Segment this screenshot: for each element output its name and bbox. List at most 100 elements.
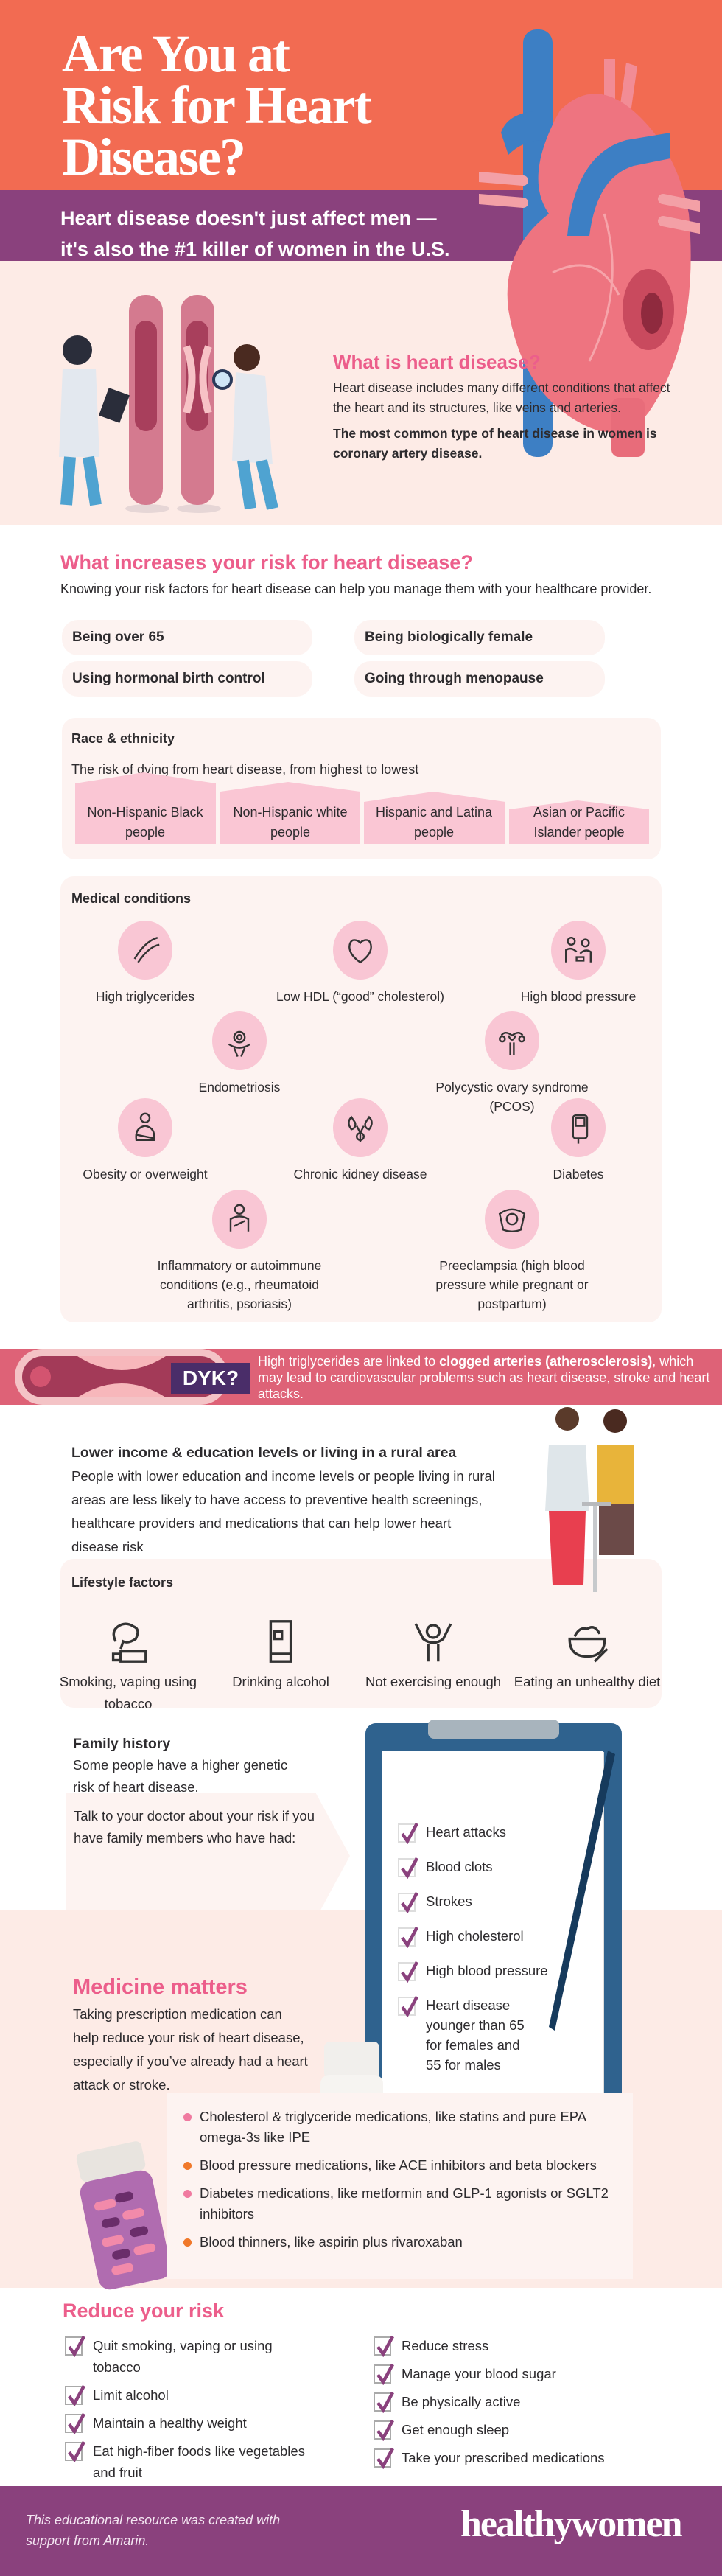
reduce-risk-item: Quit smoking, vaping or using tobacco [65,2335,315,2378]
lifestyle-factor-item: Drinking alcohol [207,1612,354,1693]
medical-condition-label: High blood pressure [520,989,637,1004]
icon-circle [118,921,172,980]
medical-condition-label: Low HDL (“good” cholesterol) [276,989,444,1004]
checkmark-icon [401,1891,418,1913]
income-education-section: Lower income & education levels or livin… [71,1445,499,1559]
medical-condition-item: High triglycerides [49,921,241,1006]
box-description: The risk of dying from heart disease, fr… [71,762,419,777]
medical-condition-label: Preeclampsia (high blood pressure while … [435,1258,589,1311]
checklist-item: Heart attacks [398,1822,604,1844]
checkmark-icon [376,2447,394,2469]
checkbox [398,1926,418,1948]
medical-condition-item: Preeclampsia (high blood pressure while … [416,1190,608,1313]
box-heading: Lifestyle factors [71,1575,174,1590]
subtitle-line: it's also the #1 killer of women in the … [60,238,450,260]
box-heading: Medical conditions [71,891,192,906]
paragraph: Heart disease includes many different co… [333,380,670,415]
box-heading: Race & ethnicity [71,731,175,746]
risk-factors-section: What increases your risk for heart disea… [60,551,665,601]
healthywomen-logo[interactable]: healthywomen [460,2503,683,2545]
lifestyle-factor-label: Drinking alcohol [232,1674,329,1689]
medical-condition-label: Inflammatory or autoimmune conditions (e… [157,1258,322,1311]
checklist-label: Heart disease younger than 65 for female… [426,1997,525,2073]
checkmark-icon [68,2440,85,2462]
checkmark-icon [401,1822,418,1844]
paragraph: Some people have a higher genetic risk o… [73,1757,288,1795]
medical-conditions-box: Medical conditions High triglycerides Low… [60,876,662,1322]
medical-condition-label: Diabetes [553,1167,604,1181]
race-bar-3 [364,792,505,844]
reduce-risk-label: Reduce stress [402,2338,489,2353]
reduce-risk-item: Get enough sleep [374,2419,653,2441]
section-heading: Reduce your risk [63,2300,225,2322]
pen-illustration [549,1751,615,2031]
checkbox [374,2363,394,2385]
reduce-risk-label: Manage your blood sugar [402,2366,556,2381]
medical-condition-item: Inflammatory or autoimmune conditions (e… [144,1190,335,1313]
reduce-risk-label: Limit alcohol [93,2387,169,2403]
medication-text: Cholesterol & triglyceride medications, … [200,2109,586,2145]
food-bowl-icon [568,1626,609,1663]
medical-condition-label: High triglycerides [95,989,195,1004]
checkbox [374,2391,394,2413]
subtitle-line: Heart disease doesn't just affect men — [60,207,437,229]
checkmark-icon [68,2335,85,2357]
page-title: Are You at Risk for Heart Disease? [62,27,372,186]
medical-condition-label: Endometriosis [198,1080,281,1095]
bullet-dot [183,2190,192,2198]
lifestyle-factor-item: Not exercising enough [360,1612,507,1693]
reduce-risk-item: Be physically active [374,2391,653,2413]
checklist-item: Strokes [398,1891,604,1913]
pelvic-pain-icon [228,1030,251,1058]
checklist-label: High cholesterol [426,1928,524,1944]
heart-illustration [479,29,700,457]
icon-circle [118,1098,172,1157]
race-label: Hispanic and Latina people [375,805,493,840]
checkmark-icon [376,2391,394,2413]
risk-pill: Going through menopause [354,661,605,697]
medical-condition-item: Endometriosis [144,1011,335,1097]
ultrasound-icon [498,1208,526,1232]
capsule-jar-illustration [76,2141,171,2290]
checkbox [398,1961,418,1983]
bullet-dot [183,2113,192,2121]
checkmark-icon [401,1995,418,2017]
checkmark-icon [376,2419,394,2441]
checkmark-icon [401,1926,418,1948]
lifestyle-factor-item: Smoking, vaping using tobacco [55,1612,202,1715]
checkmark-icon [68,2384,85,2406]
checkbox [398,1995,418,2017]
medical-condition-label: Chronic kidney disease [293,1167,427,1181]
title-line: Disease? [62,128,246,186]
icon-circle [485,1190,539,1249]
medicine-matters-section: Medicine matters Taking prescription med… [73,1975,309,2097]
reduce-risk-item: Maintain a healthy weight [65,2412,315,2434]
reduce-risk-item: Reduce stress [374,2335,653,2357]
icon-circle [333,921,388,980]
uterus-icon [499,1032,525,1055]
race-label: Non-Hispanic Black people [87,805,203,840]
icon-circle [212,1011,267,1070]
dyk-label: DYK? [171,1363,250,1394]
measuring-waist-icon [135,1112,155,1141]
checkbox [65,2440,85,2462]
section-heading: What increases your risk for heart disea… [60,551,473,573]
lifestyle-factor-label: Smoking, vaping using tobacco [59,1674,197,1711]
exercise-icon [414,1623,452,1662]
family-history-callout: Talk to your doctor about your risk if y… [66,1793,350,1919]
icon-circle [212,1190,267,1249]
checklist-item: Blood clots [398,1857,604,1879]
icon-circle [485,1011,539,1070]
paragraph: Knowing your risk factors for heart dise… [60,582,652,596]
lifestyle-factor-label: Eating an unhealthy diet [514,1674,661,1689]
joint-pain-icon [229,1204,250,1232]
icon-circle [551,1098,606,1157]
race-ethnicity-box: Race & ethnicity The risk of dying from … [62,718,661,859]
callout-text: Talk to your doctor about your risk if y… [74,1808,315,1846]
doctors-examining-arteries-illustration [59,295,278,513]
checkbox [398,1891,418,1913]
smoking-icon [111,1622,147,1663]
family-history-section: Family history Some people have a higher… [73,1736,294,1798]
